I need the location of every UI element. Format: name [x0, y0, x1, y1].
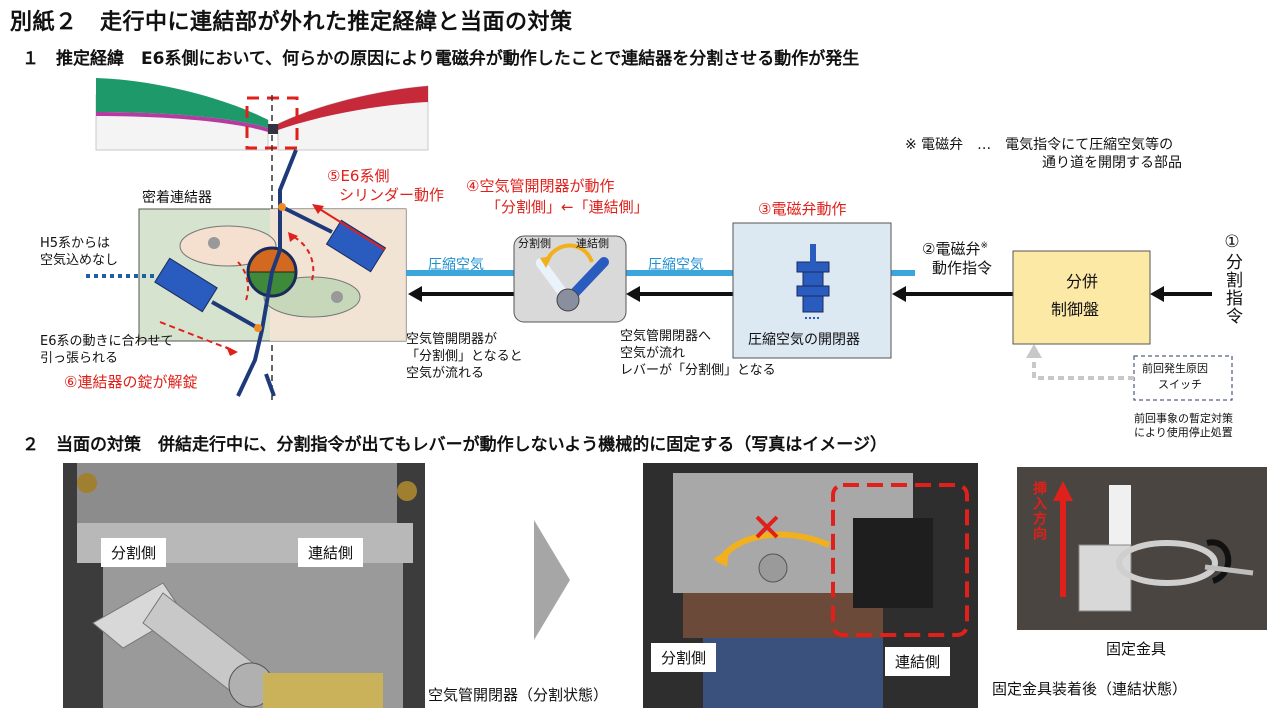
- coupler-label: 密着連結器: [142, 190, 212, 206]
- step2-superscript: ※: [980, 241, 988, 251]
- photo1-couple-label: 連結側: [298, 538, 364, 567]
- e6-note-line1: E6系の動きに合わせて: [40, 334, 174, 349]
- step2-line2: 動作指令: [932, 259, 993, 277]
- coupler-hole-upper: [208, 237, 220, 249]
- lock-upper: [248, 248, 296, 272]
- compressed-air-label-left: 圧縮空気: [428, 257, 484, 273]
- step4-line1: ④空気管開閉器が動作: [466, 177, 615, 195]
- switch-split-label: 分割側: [518, 237, 551, 250]
- desc-a-line3: 空気が流れる: [406, 366, 485, 381]
- photo-fixing-bracket: 挿入方向: [1017, 467, 1267, 630]
- switch-couple-label: 連結側: [576, 237, 609, 250]
- photo1-split-label: 分割側: [101, 538, 167, 567]
- desc-b-line1: 空気管開閉器へ: [620, 329, 712, 344]
- desc-b-line3: レバーが「分割側」となる: [620, 363, 776, 378]
- next-arrow-icon: [534, 520, 570, 640]
- train-illustration: [95, 78, 429, 151]
- control-panel-box: [1012, 250, 1151, 345]
- lock-lower: [248, 272, 296, 296]
- prev-cause-line1: 前回発生原因: [1142, 362, 1208, 375]
- previous-cause-switch-box: [1133, 355, 1233, 401]
- section2-heading: ２ 当面の対策 併結走行中に、分割指令が出てもレバーが動作しないよう機械的に固定…: [22, 435, 887, 455]
- photo3-caption: 固定金具: [1106, 640, 1167, 658]
- coupler-lever: [236, 149, 298, 397]
- compressed-air-label-right: 圧縮空気: [648, 257, 704, 273]
- step5-line2: シリンダー動作: [339, 186, 445, 204]
- control-panel-line1: 分併: [1066, 272, 1099, 291]
- control-panel-line2: 制御盤: [1051, 300, 1100, 319]
- photo2-caption: 固定金具装着後（連結状態）: [992, 680, 1188, 698]
- prev-cause-line2: スイッチ: [1158, 378, 1202, 391]
- h5-note-line2: 空気込めなし: [40, 253, 119, 268]
- step3-label: ③電磁弁動作: [758, 200, 847, 218]
- prev-note-line2: により使用停止処置: [1134, 426, 1233, 439]
- photo3-insert-direction-label: 挿入方向: [1031, 481, 1047, 541]
- desc-b-line2: 空気が流れ: [620, 346, 686, 361]
- photo1-caption: 空気管開閉器（分割状態）: [428, 686, 609, 704]
- valve-label: 圧縮空気の開閉器: [748, 332, 860, 348]
- photo2-split-label: 分割側: [651, 643, 717, 672]
- step2-line1: ②電磁弁※: [922, 240, 988, 258]
- desc-a-line1: 空気管開閉器が: [406, 332, 498, 347]
- photo-fixed-coupled: 分割側 連結側: [643, 463, 978, 708]
- step4-line2: 「分割側」←「連結側」: [486, 198, 649, 216]
- air-pipe-switch-box: [513, 235, 627, 323]
- step6-label: ⑥連結器の錠が解錠: [64, 373, 198, 391]
- photo2-couple-label: 連結側: [885, 647, 951, 676]
- page-title: 別紙２ 走行中に連結部が外れた推定経緯と当面の対策: [10, 10, 573, 35]
- note-line1: ※ 電磁弁 … 電気指令にて圧縮空気等の: [905, 137, 1174, 153]
- prev-note-line1: 前回事象の暫定対策: [1134, 412, 1233, 425]
- section1-heading: １ 推定経緯 E6系側において、何らかの原因により電磁弁が動作したことで連結器を…: [22, 49, 860, 69]
- e6-note-line2: 引っ張られる: [40, 351, 119, 366]
- coupler-hole-lower: [331, 291, 343, 303]
- coupler-head-upper: [179, 225, 277, 267]
- note-line2: 通り道を開閉する部品: [1042, 155, 1182, 171]
- step5-line1: ⑤E6系側: [327, 167, 390, 185]
- h5-note-line1: H5系からは: [40, 236, 111, 251]
- step1-label: ①分割指令: [1222, 232, 1242, 325]
- photo-switch-split: 分割側 連結側: [63, 463, 425, 708]
- desc-a-line2: 「分割側」となると: [406, 349, 523, 364]
- mechanism-diagram: [86, 78, 1233, 401]
